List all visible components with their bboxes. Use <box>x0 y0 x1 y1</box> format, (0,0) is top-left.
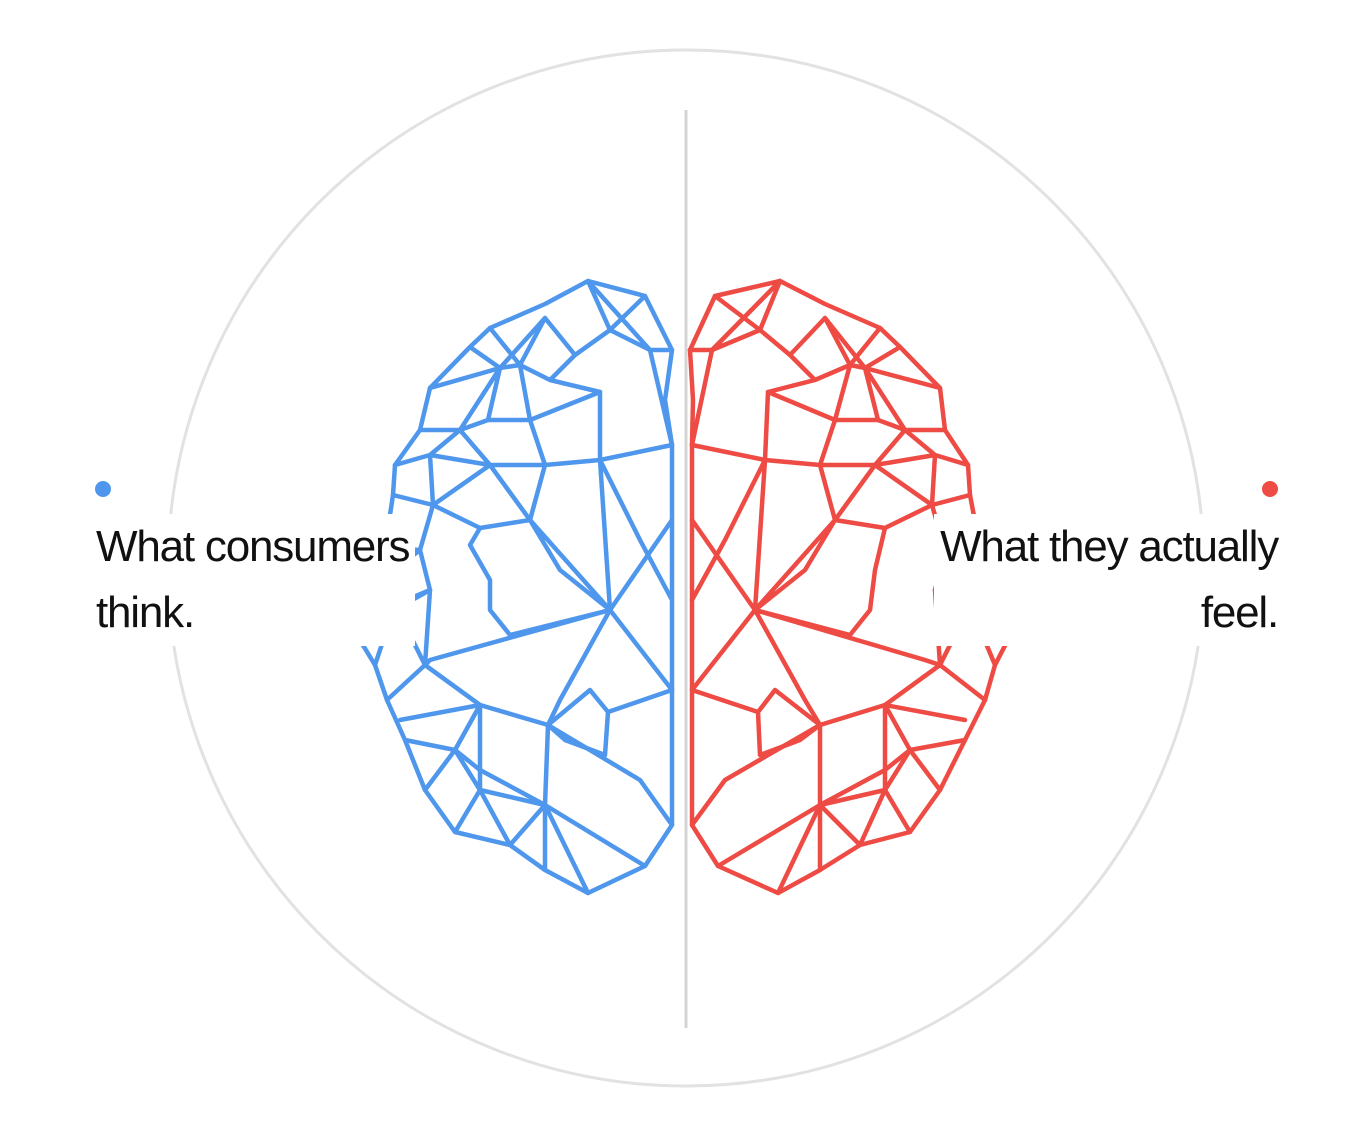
brain-left-path-9 <box>597 389 675 613</box>
brain-left-path-11 <box>430 462 613 638</box>
brain-left-path-20 <box>542 802 648 896</box>
caption-right-line2: feel. <box>1200 588 1279 637</box>
brain-right-path-5 <box>765 352 853 423</box>
brain-right-path-10 <box>872 427 973 508</box>
brain-right-path-11 <box>752 462 935 638</box>
brain-left-path-18 <box>545 687 675 758</box>
caption-right-line1: What they actually <box>940 522 1279 571</box>
brain-left-path-10 <box>390 427 493 508</box>
brain-right-path-21 <box>882 702 968 793</box>
brain-left-path-5 <box>517 352 603 423</box>
left-bullet-dot <box>95 481 111 497</box>
brain-left-path-21 <box>397 702 483 793</box>
brain-right-path-20 <box>715 802 823 896</box>
caption-left-line2: think. <box>96 588 195 637</box>
caption-right: What they actually feel. <box>934 514 1284 646</box>
brain-left-path-0 <box>352 278 675 896</box>
brain-left-path-16 <box>422 662 675 828</box>
brain-left-path-2 <box>585 278 653 353</box>
brain-right-path-9 <box>689 389 771 613</box>
brain-right-path-7 <box>817 417 908 468</box>
brain-right-path-8 <box>689 442 878 523</box>
brain-right-path-15 <box>689 607 943 728</box>
brain-left-path-3 <box>647 347 675 448</box>
brain-left-path-13 <box>527 517 675 613</box>
brain-right-path-1 <box>757 278 883 368</box>
brain-right-path-3 <box>687 347 715 448</box>
brain-right-path-16 <box>689 662 943 828</box>
brain-left-path-7 <box>457 417 548 468</box>
caption-left-line1: What consumers <box>96 522 411 571</box>
brain-left-path-15 <box>422 607 675 728</box>
brain-right-path-0 <box>687 278 1015 896</box>
brain-left-path-8 <box>487 442 675 523</box>
brain-right-path-18 <box>689 687 823 758</box>
caption-left: What consumers think. <box>90 514 416 646</box>
brain-left-icon <box>352 278 675 896</box>
brain-right-path-2 <box>709 278 783 353</box>
brain-left-path-1 <box>487 278 613 368</box>
right-bullet-dot <box>1262 481 1278 497</box>
